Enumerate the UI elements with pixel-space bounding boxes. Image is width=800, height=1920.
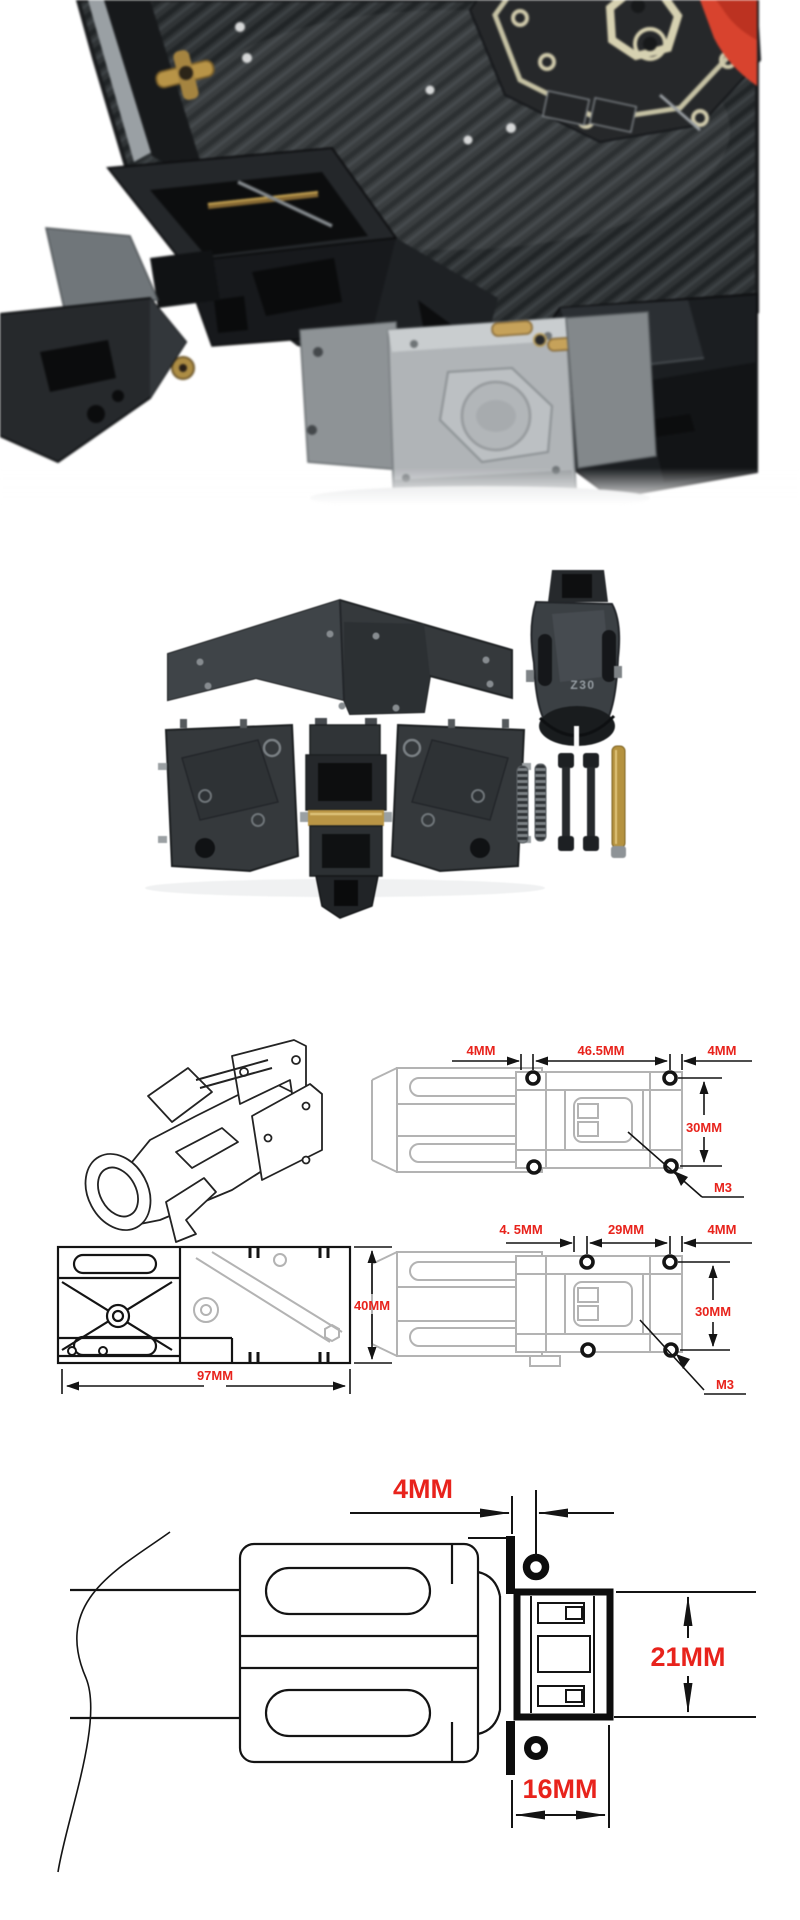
assembled-product-photo — [0, 0, 800, 505]
dim-top-height: 30MM — [686, 1120, 722, 1135]
bottom-bolt-hole — [524, 1736, 548, 1760]
dim-detail-width: 16MM — [522, 1774, 597, 1804]
springs — [516, 763, 547, 844]
iso-view — [84, 1039, 323, 1243]
gimbal-adapter-board — [468, 0, 762, 144]
bracket-screws — [196, 630, 494, 712]
gold-antenna-connector — [155, 50, 215, 100]
dim-top-thread: M3 — [714, 1180, 732, 1195]
side-view: 40MM 97MM — [56, 1245, 392, 1394]
mount-bracket — [506, 1536, 614, 1775]
v-bracket — [167, 598, 513, 716]
top-plan-view: 4MM 46.5MM 4MM 30MM M3 — [371, 1043, 752, 1198]
dim-mid-spacing: 29MM — [608, 1222, 644, 1237]
dim-mid-thread: M3 — [716, 1377, 734, 1392]
dim-top-spacing: 46.5MM — [578, 1043, 625, 1058]
dimensions: 4MM 21MM 16MM — [350, 1474, 756, 1828]
dim-side-length: 97MM — [197, 1368, 233, 1383]
dimension-drawings: 4MM 46.5MM 4MM 30MM M3 — [0, 1020, 800, 1440]
clamp-gap-marks — [248, 1247, 330, 1363]
dim-detail-offset: 4MM — [393, 1474, 453, 1504]
z30-marking: Z30 — [570, 678, 595, 692]
part-outline — [56, 1245, 352, 1365]
arm-clamp-outline — [57, 1531, 506, 1873]
dim-mid-offset-left: 4. 5MM — [499, 1222, 542, 1237]
top-bolt-hole — [522, 1553, 550, 1581]
dimensions: 4. 5MM 29MM 4MM 30MM M3 — [499, 1222, 752, 1395]
dimensions: 40MM 97MM — [61, 1246, 392, 1394]
right-mount-plate — [390, 719, 531, 873]
red-strap — [700, 0, 757, 86]
dimensions: 4MM 46.5MM 4MM 30MM M3 — [452, 1043, 752, 1198]
dim-detail-height: 21MM — [650, 1642, 725, 1672]
break-line — [57, 1531, 171, 1873]
z30-tube-clamp: Z30 — [526, 570, 622, 750]
iso-lever — [165, 1177, 217, 1243]
plate-screw-holes — [235, 22, 516, 145]
release-lever — [45, 227, 160, 309]
top-flange-plate — [506, 1536, 515, 1594]
folding-arm-mount — [0, 146, 498, 464]
lock-pins — [558, 753, 599, 851]
board-center-motif — [605, 0, 683, 61]
kit-parts-photo: Z30 — [0, 558, 800, 920]
part-outline — [371, 1251, 683, 1367]
bottom-flange-plate — [506, 1721, 515, 1775]
dim-top-offset-left: 4MM — [467, 1043, 496, 1058]
board-connectors — [541, 90, 701, 133]
dim-mid-offset-right: 4MM — [708, 1222, 737, 1237]
dim-mid-height: 30MM — [695, 1304, 731, 1319]
part-outline — [371, 1067, 683, 1175]
center-slider — [300, 718, 392, 919]
dim-top-offset-right: 4MM — [708, 1043, 737, 1058]
brass-roller — [308, 810, 384, 826]
dim-side-height: 40MM — [354, 1298, 390, 1313]
detail-drawing: 4MM 21MM 16MM — [0, 1440, 800, 1920]
brass-shaft — [611, 745, 626, 858]
lower-plan-view: 4. 5MM 29MM 4MM 30MM M3 — [371, 1222, 752, 1395]
plate-edge-rail — [88, 0, 208, 186]
brass-hinge-pin — [207, 191, 319, 209]
left-mount-plate — [158, 719, 300, 873]
